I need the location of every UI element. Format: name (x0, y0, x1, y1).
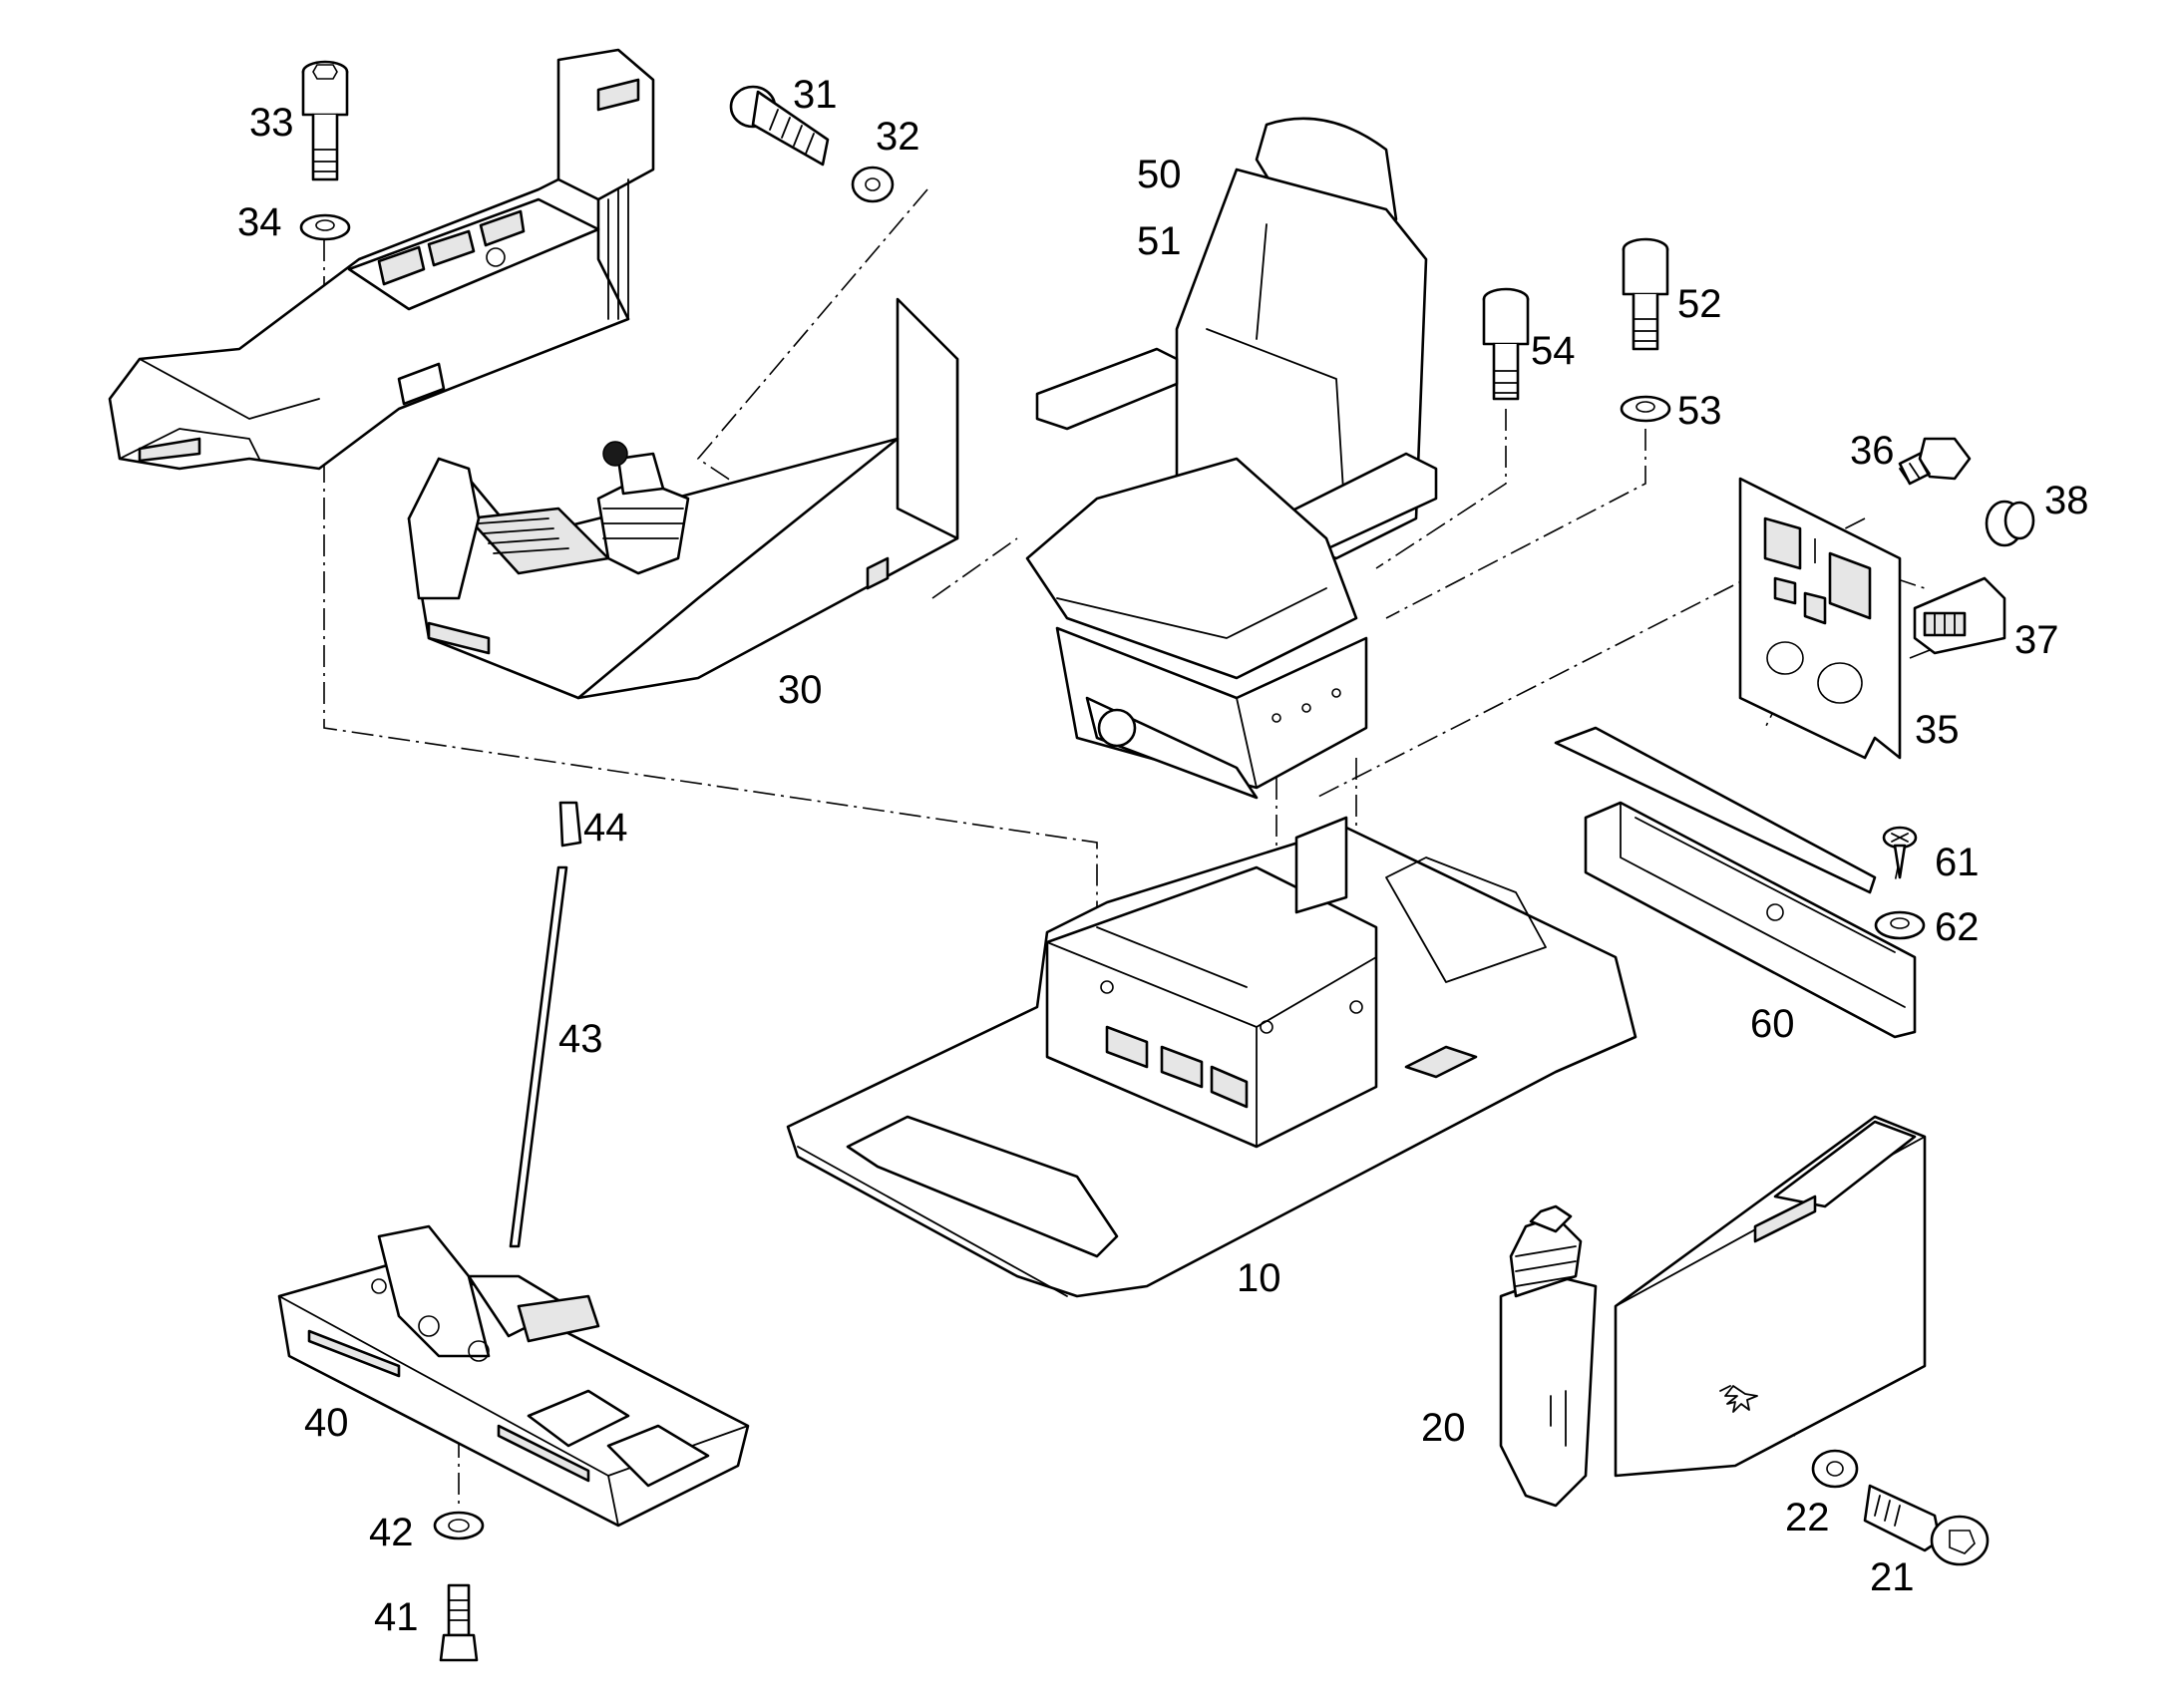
callout-61: 61 (1935, 841, 1980, 884)
dashboard-panel (108, 48, 655, 471)
callout-21: 21 (1870, 1555, 1915, 1599)
callout-32: 32 (876, 115, 920, 159)
part-35-mounting-plate (1738, 477, 1902, 760)
callout-54: 54 (1531, 329, 1576, 373)
part-34-washer (299, 213, 351, 241)
part-22-washer (1811, 1449, 1859, 1489)
part-62-washer (1874, 910, 1926, 940)
callout-43: 43 (558, 1017, 603, 1061)
part-21-bolt (1863, 1484, 1990, 1566)
part-50-seat (1025, 117, 1438, 800)
callout-50: 50 (1137, 153, 1182, 196)
part-33-bolt (301, 60, 349, 181)
part-61-screw (1882, 826, 1918, 879)
part-53-washer (1620, 395, 1671, 423)
callout-60: 60 (1750, 1002, 1795, 1046)
callout-10: 10 (1237, 1256, 1281, 1300)
part-54-bolt (1482, 287, 1530, 401)
callout-20: 20 (1421, 1406, 1466, 1450)
part-32-washer (851, 166, 895, 203)
part-60-rail (1554, 726, 1917, 1039)
callout-51: 51 (1137, 219, 1182, 263)
callout-labels: 10 20 21 22 30 31 32 33 34 35 36 37 38 4… (237, 73, 2089, 1639)
callout-33: 33 (249, 101, 294, 145)
part-42-washer (433, 1511, 485, 1540)
callout-30: 30 (778, 668, 823, 712)
callout-62: 62 (1935, 905, 1980, 949)
callout-42: 42 (369, 1511, 414, 1554)
callout-31: 31 (793, 73, 838, 117)
part-37-connector (1913, 576, 2006, 655)
callout-52: 52 (1677, 282, 1722, 326)
callout-40: 40 (304, 1401, 349, 1445)
callout-41: 41 (374, 1595, 419, 1639)
callout-44: 44 (583, 806, 628, 850)
part-43-rod (509, 865, 568, 1248)
callout-53: 53 (1677, 389, 1722, 433)
callout-38: 38 (2044, 479, 2089, 522)
part-20-right-console (1499, 1115, 1927, 1508)
callout-22: 22 (1785, 1496, 1830, 1539)
part-40-pedal-assembly (277, 1224, 750, 1528)
part-44-knob (558, 801, 582, 848)
callout-36: 36 (1850, 429, 1895, 473)
part-52-bolt (1622, 237, 1669, 351)
part-36-bolt (1898, 437, 1972, 486)
callout-35: 35 (1915, 708, 1960, 752)
callout-37: 37 (2014, 618, 2059, 662)
part-10-floor-plate (786, 816, 1637, 1298)
part-30-left-console (407, 297, 959, 700)
part-41-bolt (439, 1583, 479, 1662)
part-38-nut (1985, 500, 2035, 547)
callout-34: 34 (237, 200, 282, 244)
part-31-bolt (729, 85, 830, 167)
